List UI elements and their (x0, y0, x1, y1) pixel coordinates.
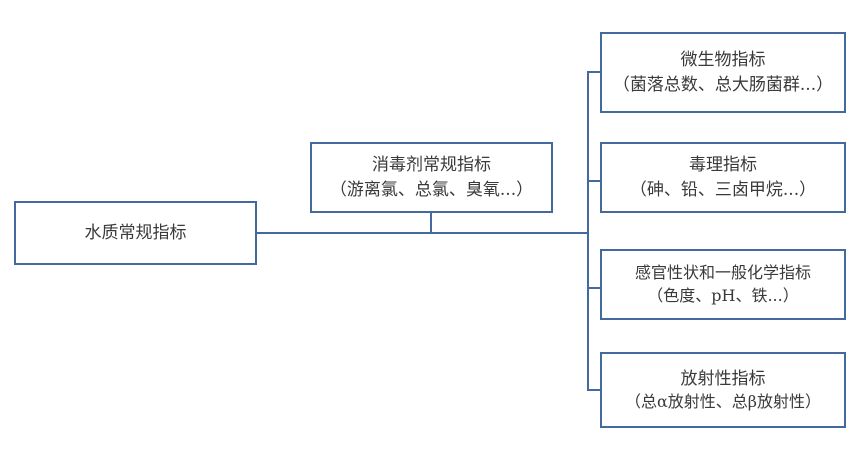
node-root-title: 水质常规指标 (84, 222, 187, 243)
node-sensory-chemical-indicators[interactable]: 感官性状和一般化学指标 （色度、pH、铁...） (600, 249, 846, 320)
connector-branch-radioactivity (587, 389, 601, 391)
node-disinfectant-title: 消毒剂常规指标 (372, 155, 491, 176)
node-toxicology-title: 毒理指标 (689, 155, 757, 176)
connector-branch-sensory-chemical (587, 287, 601, 289)
node-root-water-quality[interactable]: 水质常规指标 (14, 201, 257, 265)
node-toxicology-indicators[interactable]: 毒理指标 （砷、铅、三卤甲烷...） (600, 142, 846, 213)
node-microbiology-indicators[interactable]: 微生物指标 （菌落总数、总大肠菌群...） (600, 32, 846, 113)
connector-branch-microbiology (587, 71, 601, 73)
connector-right-spine (587, 72, 589, 391)
node-sensory-chemical-title: 感官性状和一般化学指标 (634, 262, 811, 282)
node-radioactivity-title: 放射性指标 (680, 368, 766, 389)
connector-branch-toxicology (587, 180, 601, 182)
node-radioactivity-examples: （总α放射性、总β放射性） (624, 391, 822, 411)
connector-root-trunk (257, 232, 589, 234)
node-disinfectant-indicators[interactable]: 消毒剂常规指标 （游离氯、总氯、臭氧...） (310, 142, 553, 213)
node-disinfectant-examples: （游离氯、总氯、臭氧...） (329, 179, 534, 200)
node-microbiology-title: 微生物指标 (680, 50, 766, 71)
connector-middle-stem (430, 213, 432, 233)
node-toxicology-examples: （砷、铅、三卤甲烷...） (629, 179, 817, 200)
node-sensory-chemical-examples: （色度、pH、铁...） (647, 285, 799, 305)
node-microbiology-examples: （菌落总数、总大肠菌群...） (612, 74, 834, 95)
node-radioactivity-indicators[interactable]: 放射性指标 （总α放射性、总β放射性） (600, 352, 846, 428)
